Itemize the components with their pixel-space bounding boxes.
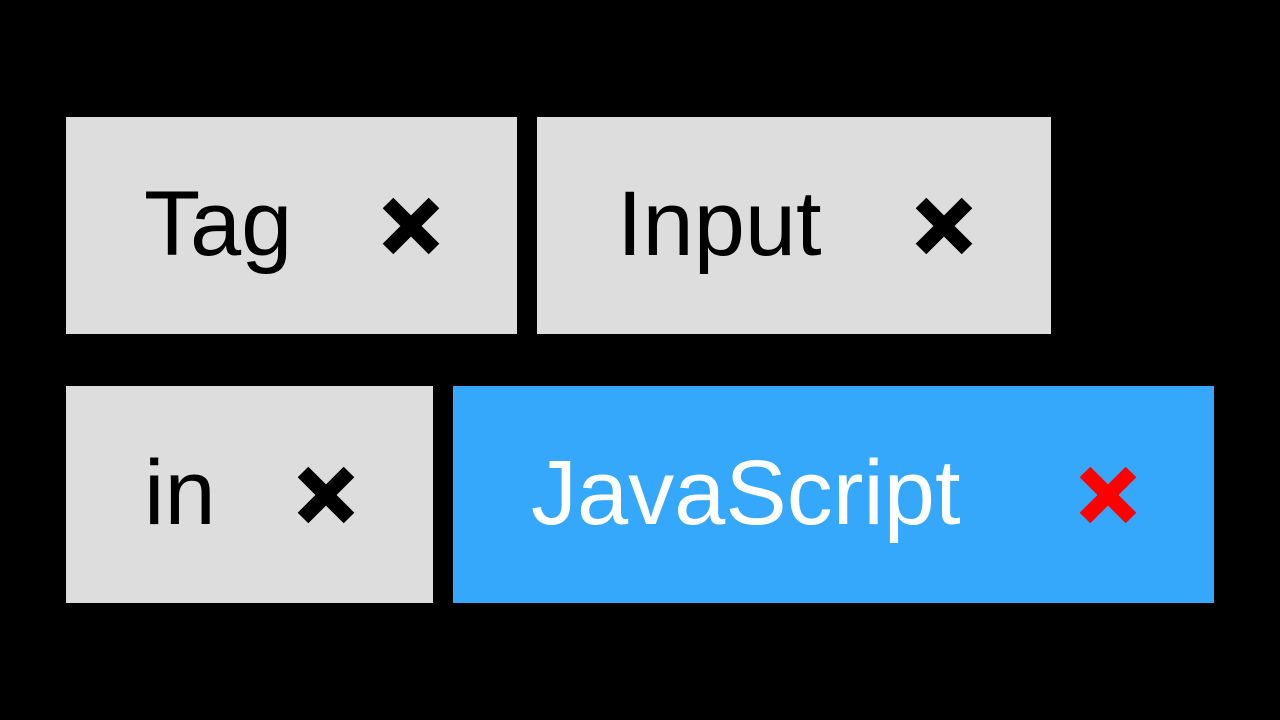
tag-label: Input <box>617 172 822 275</box>
tag-chip-selected[interactable]: JavaScript <box>453 386 1214 603</box>
close-icon[interactable] <box>1075 462 1141 528</box>
tag-label: Tag <box>144 172 293 275</box>
tag-label: in <box>144 441 216 544</box>
tag-chip[interactable]: Tag <box>66 117 517 334</box>
close-icon[interactable] <box>293 462 359 528</box>
close-icon[interactable] <box>378 193 444 259</box>
tag-chip[interactable]: in <box>66 386 433 603</box>
tag-chip[interactable]: Input <box>537 117 1051 334</box>
close-icon[interactable] <box>911 193 977 259</box>
tag-label: JavaScript <box>531 441 961 544</box>
